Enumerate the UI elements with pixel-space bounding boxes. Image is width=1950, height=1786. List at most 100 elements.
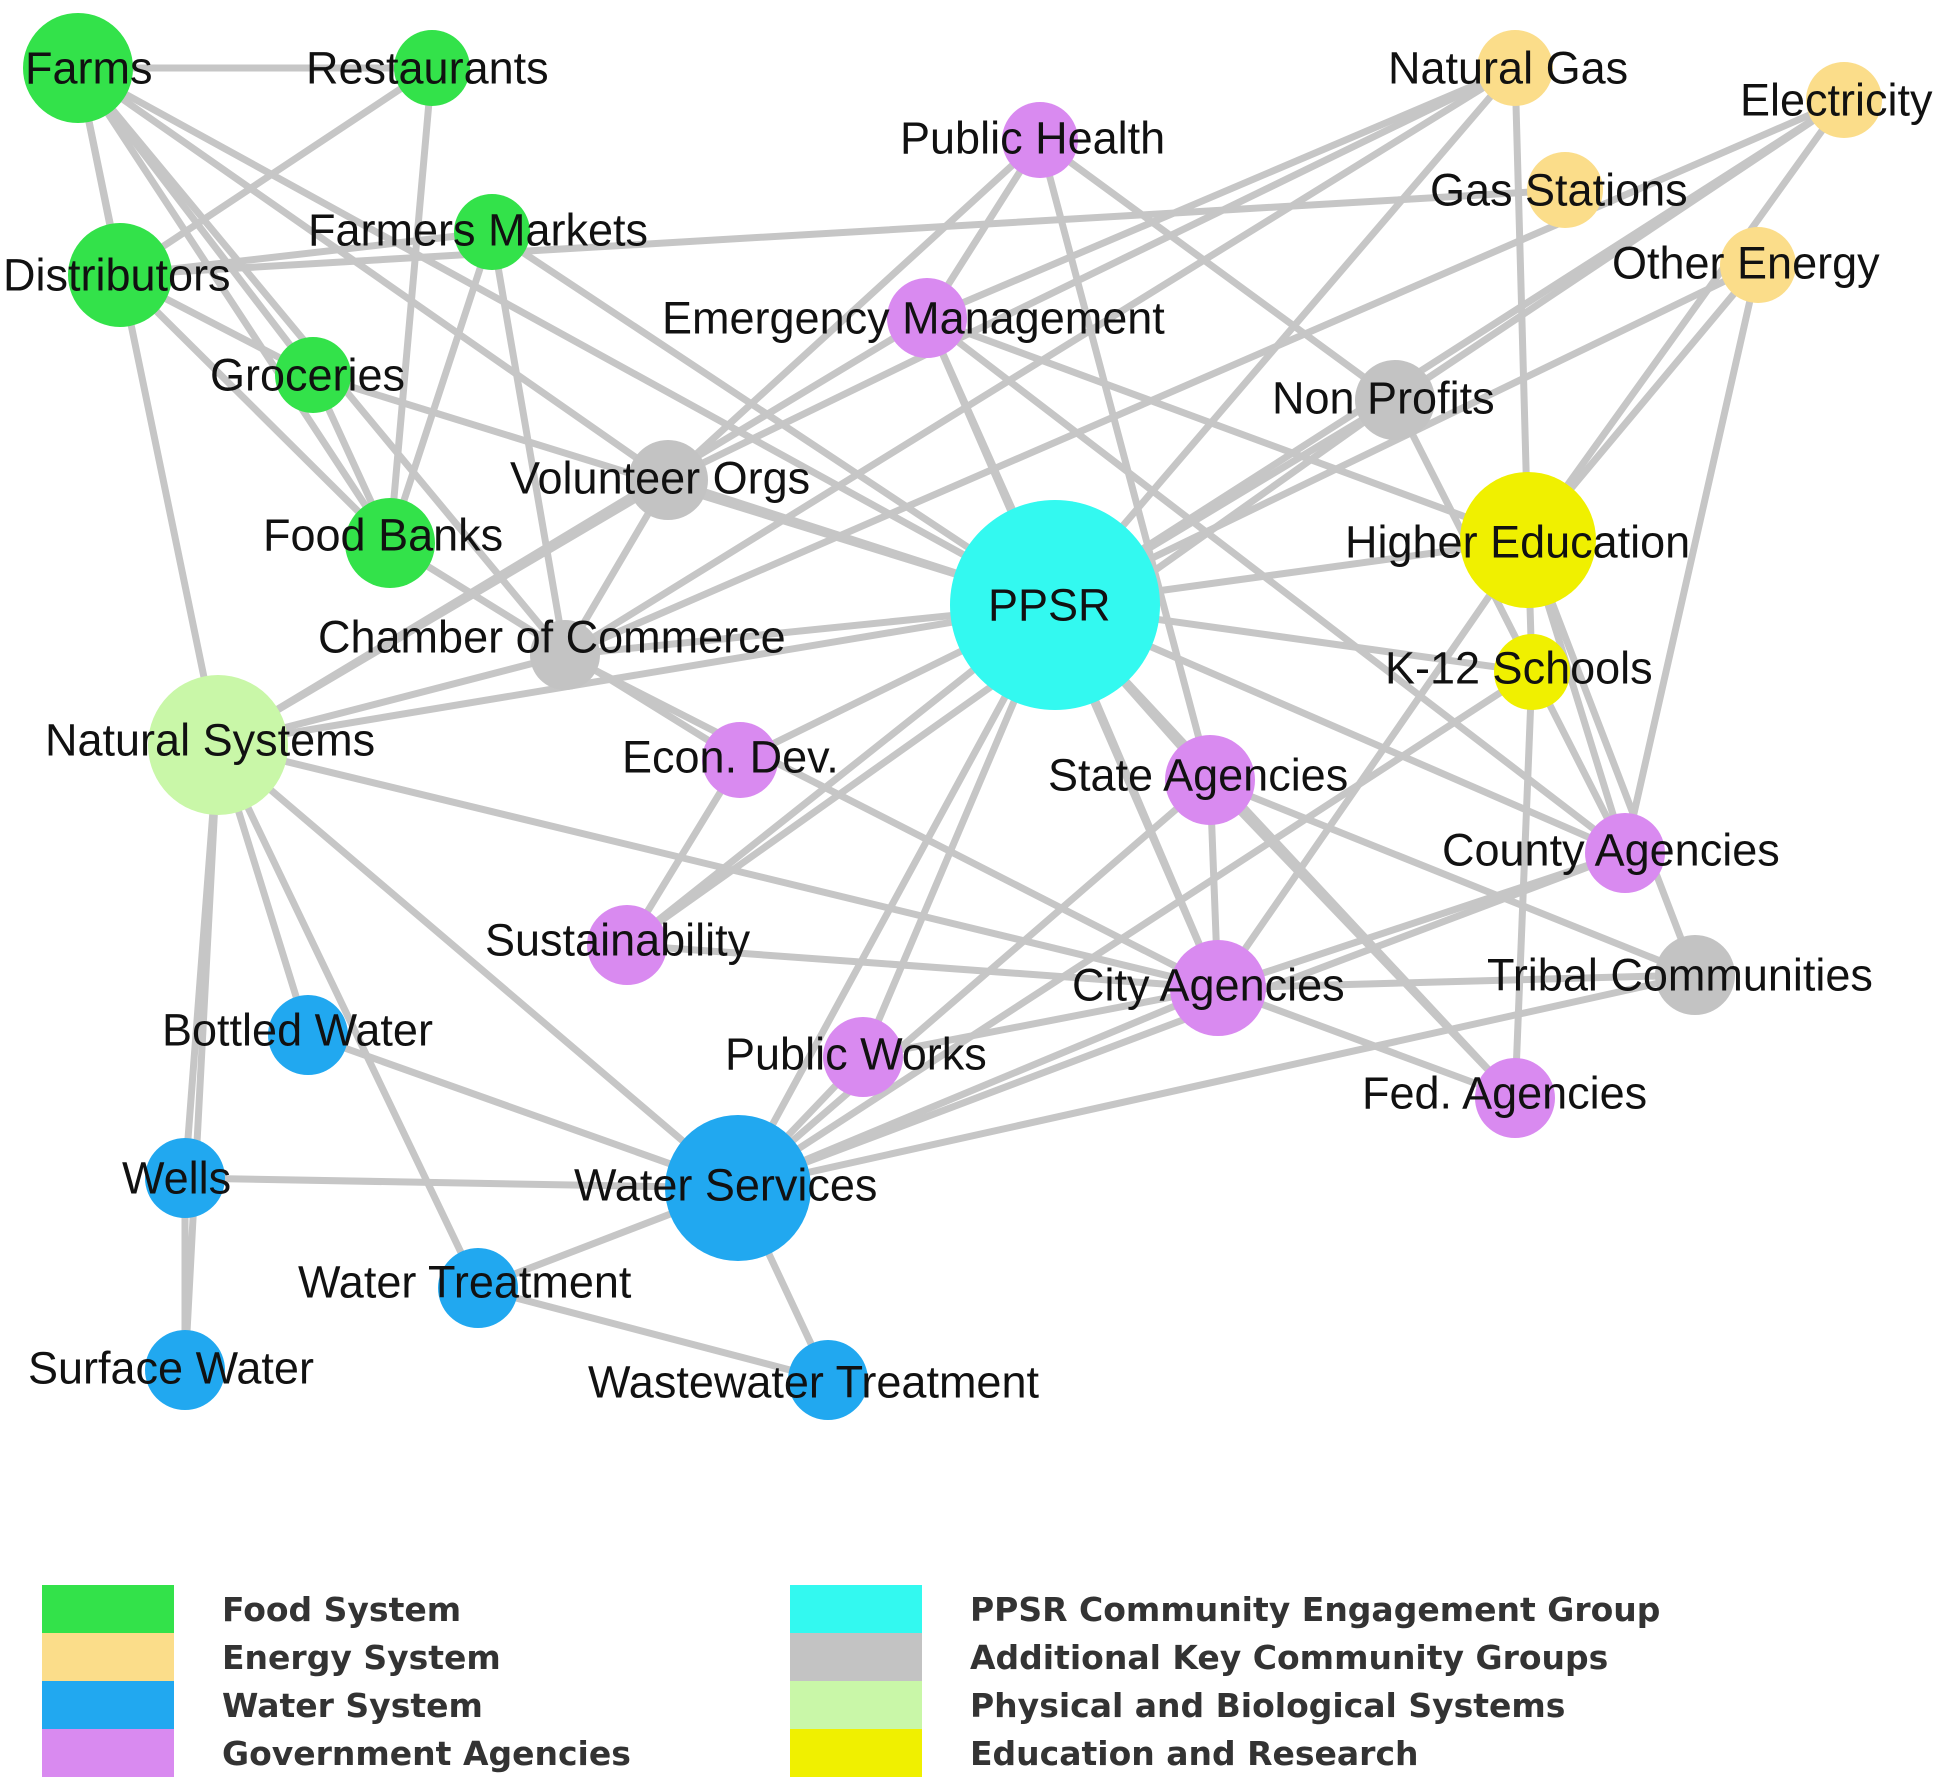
node-label-state-agencies: State Agencies [1048, 750, 1348, 801]
node-wastewater[interactable] [788, 1340, 868, 1420]
node-ppsr[interactable] [950, 500, 1160, 710]
edge-public_health-volunteer_orgs [664, 136, 1044, 484]
node-state-agencies[interactable] [1165, 735, 1255, 825]
edge-water_treatment-wastewater [474, 1284, 832, 1384]
node-city-agencies[interactable] [1170, 940, 1266, 1036]
node-label-water-services: Water Services [574, 1160, 877, 1211]
node-label-natural-gas: Natural Gas [1388, 43, 1628, 94]
node-surface-water[interactable] [145, 1330, 225, 1410]
node-k12[interactable] [1494, 634, 1570, 710]
edge-distributors-farmers_markets [116, 228, 496, 279]
node-label-natural-systems: Natural Systems [45, 715, 375, 766]
edge-ppsr-water_services [734, 601, 1059, 1192]
edge-tribal-water_services [734, 971, 1699, 1192]
edge-natural_systems-water_services [214, 741, 742, 1192]
node-label-bottled-water: Bottled Water [162, 1005, 433, 1056]
edge-public_works-city_agencies [859, 984, 1222, 1061]
node-non-profits[interactable] [1355, 360, 1435, 440]
edge-other_energy-county_agencies [1621, 261, 1762, 857]
edge-county_agencies-water_services [734, 849, 1629, 1192]
edge-ppsr-natural_systems [214, 601, 1059, 749]
node-natural-gas[interactable] [1477, 30, 1553, 106]
node-water-treatment[interactable] [438, 1248, 518, 1328]
edge-public_health-non_profits [1036, 136, 1399, 404]
node-label-tribal: Tribal Communities [1487, 950, 1873, 1001]
node-label-volunteer-orgs: Volunteer Orgs [510, 453, 810, 504]
edge-natural_systems-water_treatment [214, 741, 482, 1292]
edge-distributors-gas_stations [116, 186, 1569, 279]
node-county-agencies[interactable] [1585, 813, 1665, 893]
node-label-wells: Wells [122, 1153, 231, 1204]
edge-restaurants-food_banks [386, 64, 436, 547]
edge-volunteer_orgs-natural_systems [214, 476, 672, 749]
node-label-public-works: Public Works [725, 1029, 987, 1080]
node-label-sustainability: Sustainability [485, 915, 751, 966]
node-tribal[interactable] [1655, 935, 1735, 1015]
node-label-county-agencies: County Agencies [1442, 825, 1780, 876]
node-fed-agencies[interactable] [1475, 1058, 1555, 1138]
node-label-ppsr: PPSR [988, 580, 1111, 631]
edge-electricity-ppsr [1051, 96, 1848, 609]
node-econ-dev[interactable] [702, 722, 778, 798]
edge-farms-food_banks [74, 64, 394, 547]
node-farms[interactable] [23, 13, 133, 123]
edge-bottled_water-water_services [304, 1031, 742, 1192]
node-electricity[interactable] [1806, 62, 1882, 138]
edge-natural_gas-chamber [561, 64, 1519, 659]
edge-state_agencies-tribal [1206, 776, 1699, 979]
node-label-restaurants: Restaurants [306, 43, 549, 94]
edge-public_health-state_agencies [1036, 136, 1214, 784]
node-label-water-treatment: Water Treatment [298, 1257, 632, 1308]
node-label-higher-ed: Higher Education [1345, 517, 1690, 568]
node-natural-systems[interactable] [148, 675, 288, 815]
edge-sustainability-city_agencies [623, 941, 1222, 992]
edge-city_agencies-fed_agencies [1214, 984, 1519, 1102]
node-label-k12: K-12 Schools [1385, 643, 1653, 694]
node-public-health[interactable] [1002, 102, 1078, 178]
edge-farmers_markets-food_banks [386, 228, 496, 547]
node-label-electricity: Electricity [1740, 75, 1933, 126]
node-chamber[interactable] [530, 620, 600, 690]
node-groceries[interactable] [275, 337, 351, 413]
edge-natural_systems-surface_water [181, 741, 222, 1374]
node-label-city-agencies: City Agencies [1072, 960, 1345, 1011]
node-label-non-profits: Non Profits [1272, 373, 1495, 424]
edge-state_agencies-water_services [734, 776, 1214, 1192]
node-gas-stations[interactable] [1527, 152, 1603, 228]
node-label-wastewater: Wastewater Treatment [588, 1357, 1039, 1408]
node-food-banks[interactable] [345, 498, 435, 588]
edge-chamber-city_agencies [561, 651, 1222, 992]
edge-higher_ed-city_agencies [1214, 536, 1532, 992]
edge-k12-water_services [734, 668, 1536, 1192]
node-restaurants[interactable] [394, 30, 470, 106]
node-public-works[interactable] [823, 1017, 903, 1097]
node-sustainability[interactable] [587, 905, 667, 985]
node-label-public-health: Public Health [900, 113, 1165, 164]
node-label-gas-stations: Gas Stations [1430, 165, 1688, 216]
node-label-fed-agencies: Fed. Agencies [1362, 1068, 1647, 1119]
node-other-energy[interactable] [1720, 227, 1796, 303]
node-label-surface-water: Surface Water [28, 1343, 314, 1394]
node-emergency-mgmt[interactable] [887, 278, 967, 358]
node-label-emergency-mgmt: Emergency Management [662, 293, 1165, 344]
node-label-farms: Farms [25, 43, 153, 94]
edge-natural_systems-city_agencies [214, 741, 1222, 992]
node-label-econ-dev: Econ. Dev. [622, 732, 839, 783]
edge-higher_ed-tribal [1524, 536, 1699, 979]
node-volunteer-orgs[interactable] [628, 440, 708, 520]
node-distributors[interactable] [68, 223, 172, 327]
edge-restaurants-distributors [116, 64, 436, 279]
node-higher-ed[interactable] [1460, 472, 1596, 608]
edge-emergency_mgmt-higher_ed [923, 314, 1532, 544]
edge-water_services-city_agencies [734, 984, 1222, 1192]
node-label-chamber: Chamber of Commerce [318, 612, 786, 663]
node-bottled-water[interactable] [268, 995, 348, 1075]
node-water-services[interactable] [665, 1115, 811, 1261]
node-wells[interactable] [145, 1138, 225, 1218]
edge-distributors-food_banks [116, 271, 394, 547]
edge-natural_gas-volunteer_orgs [664, 64, 1519, 484]
node-farmers-markets[interactable] [454, 194, 530, 270]
edge-emergency_mgmt-county_agencies [923, 314, 1629, 857]
